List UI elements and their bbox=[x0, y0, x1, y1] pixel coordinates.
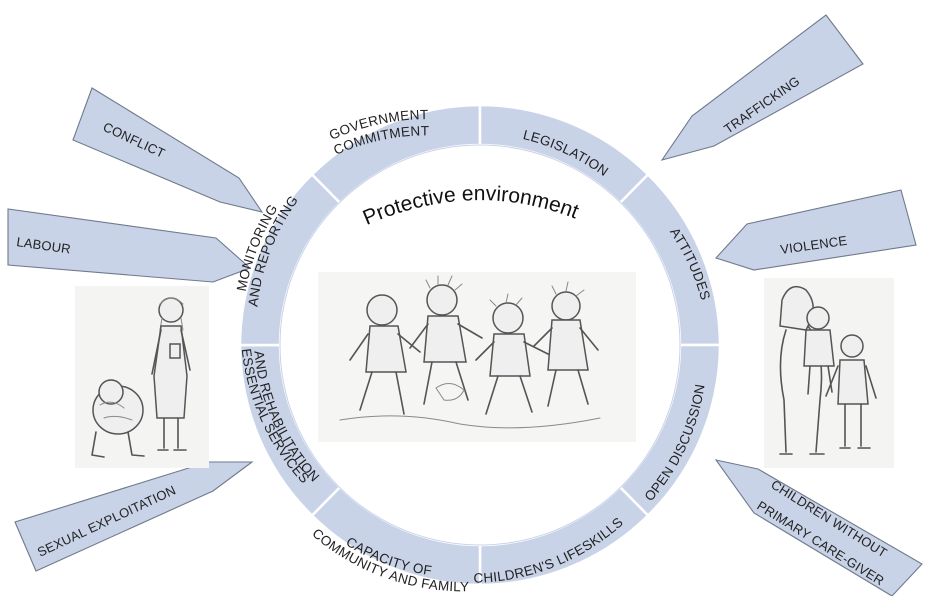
threat-arrow-children-without-care-giver: CHILDREN WITHOUT PRIMARY CARE-GIVER bbox=[714, 459, 923, 596]
mother-with-children-sketch bbox=[764, 278, 894, 468]
threat-arrow-conflict: CONFLICT bbox=[72, 87, 264, 213]
child-and-girl-sketch bbox=[75, 286, 209, 468]
threat-arrow-sexual-exploitation: SEXUAL EXPLOITATION bbox=[14, 461, 254, 572]
threat-arrow-labour: LABOUR bbox=[7, 208, 252, 283]
children-playing-sketch bbox=[318, 272, 636, 442]
threat-arrow-trafficking: TRAFFICKING bbox=[660, 14, 864, 161]
threat-arrow-violence: VIOLENCE bbox=[715, 189, 917, 271]
